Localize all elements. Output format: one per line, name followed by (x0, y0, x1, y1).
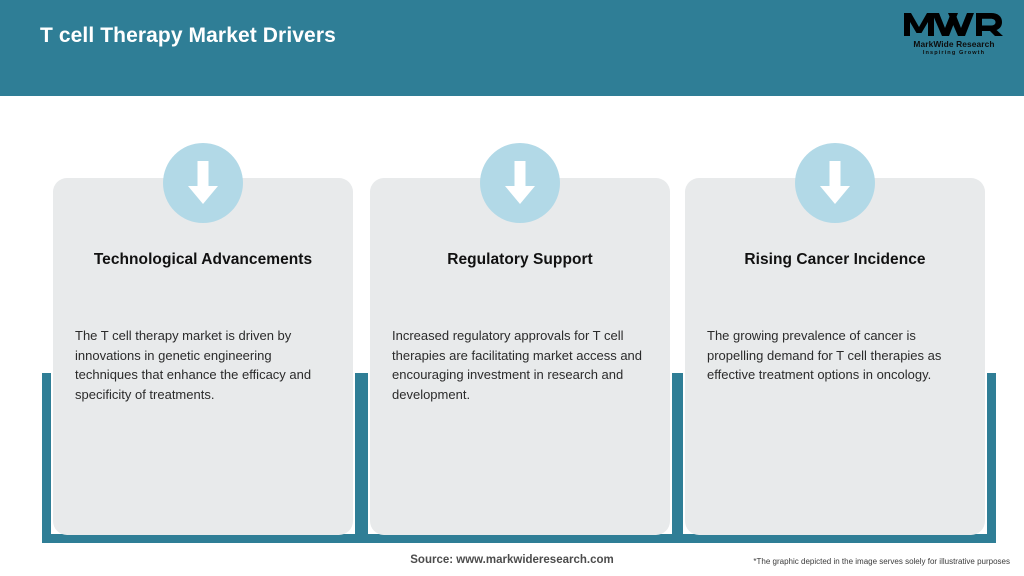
card-frame-left-bar (674, 373, 683, 543)
card-panel: Technological Advancements The T cell th… (53, 178, 353, 535)
card-panel: Rising Cancer Incidence The growing prev… (685, 178, 985, 535)
arrow-down-icon (795, 143, 875, 223)
driver-card-2: Regulatory Support Increased regulatory … (359, 143, 681, 543)
arrow-down-icon (480, 143, 560, 223)
mwr-logo-icon (904, 13, 1003, 36)
card-title: Regulatory Support (447, 251, 593, 268)
card-frame-bottom-bar (359, 534, 681, 543)
card-title: Rising Cancer Incidence (744, 251, 926, 268)
logo-tagline: Inspiring Growth (922, 50, 986, 56)
card-frame-right-bar (987, 373, 996, 543)
page-title: T cell Therapy Market Drivers (40, 24, 336, 47)
brand-logo: MarkWide Research Inspiring Growth (902, 9, 1006, 63)
driver-card-1: Technological Advancements The T cell th… (42, 143, 364, 543)
disclaimer-label: *The graphic depicted in the image serve… (753, 557, 1010, 566)
card-body-text: The T cell therapy market is driven by i… (75, 328, 312, 402)
logo-company-name: MarkWide Research (913, 39, 995, 49)
source-label: Source: www.markwideresearch.com (410, 554, 614, 566)
arrow-down-glyph (188, 161, 218, 204)
card-frame-left-bar (42, 373, 51, 543)
card-frame-left-bar (359, 373, 368, 543)
header-band: T cell Therapy Market Drivers MarkWide R… (0, 0, 1024, 96)
card-title: Technological Advancements (93, 251, 313, 268)
card-body-text: Increased regulatory approvals for T cel… (392, 328, 643, 402)
card-panel: Regulatory Support Increased regulatory … (370, 178, 670, 535)
card-body-text: The growing prevalence of cancer is prop… (707, 328, 942, 382)
arrow-down-glyph (505, 161, 535, 204)
card-frame-bottom-bar (674, 534, 996, 543)
driver-card-3: Rising Cancer Incidence The growing prev… (674, 143, 996, 543)
arrow-down-icon (163, 143, 243, 223)
arrow-down-glyph (820, 161, 850, 204)
card-frame-bottom-bar (42, 534, 364, 543)
